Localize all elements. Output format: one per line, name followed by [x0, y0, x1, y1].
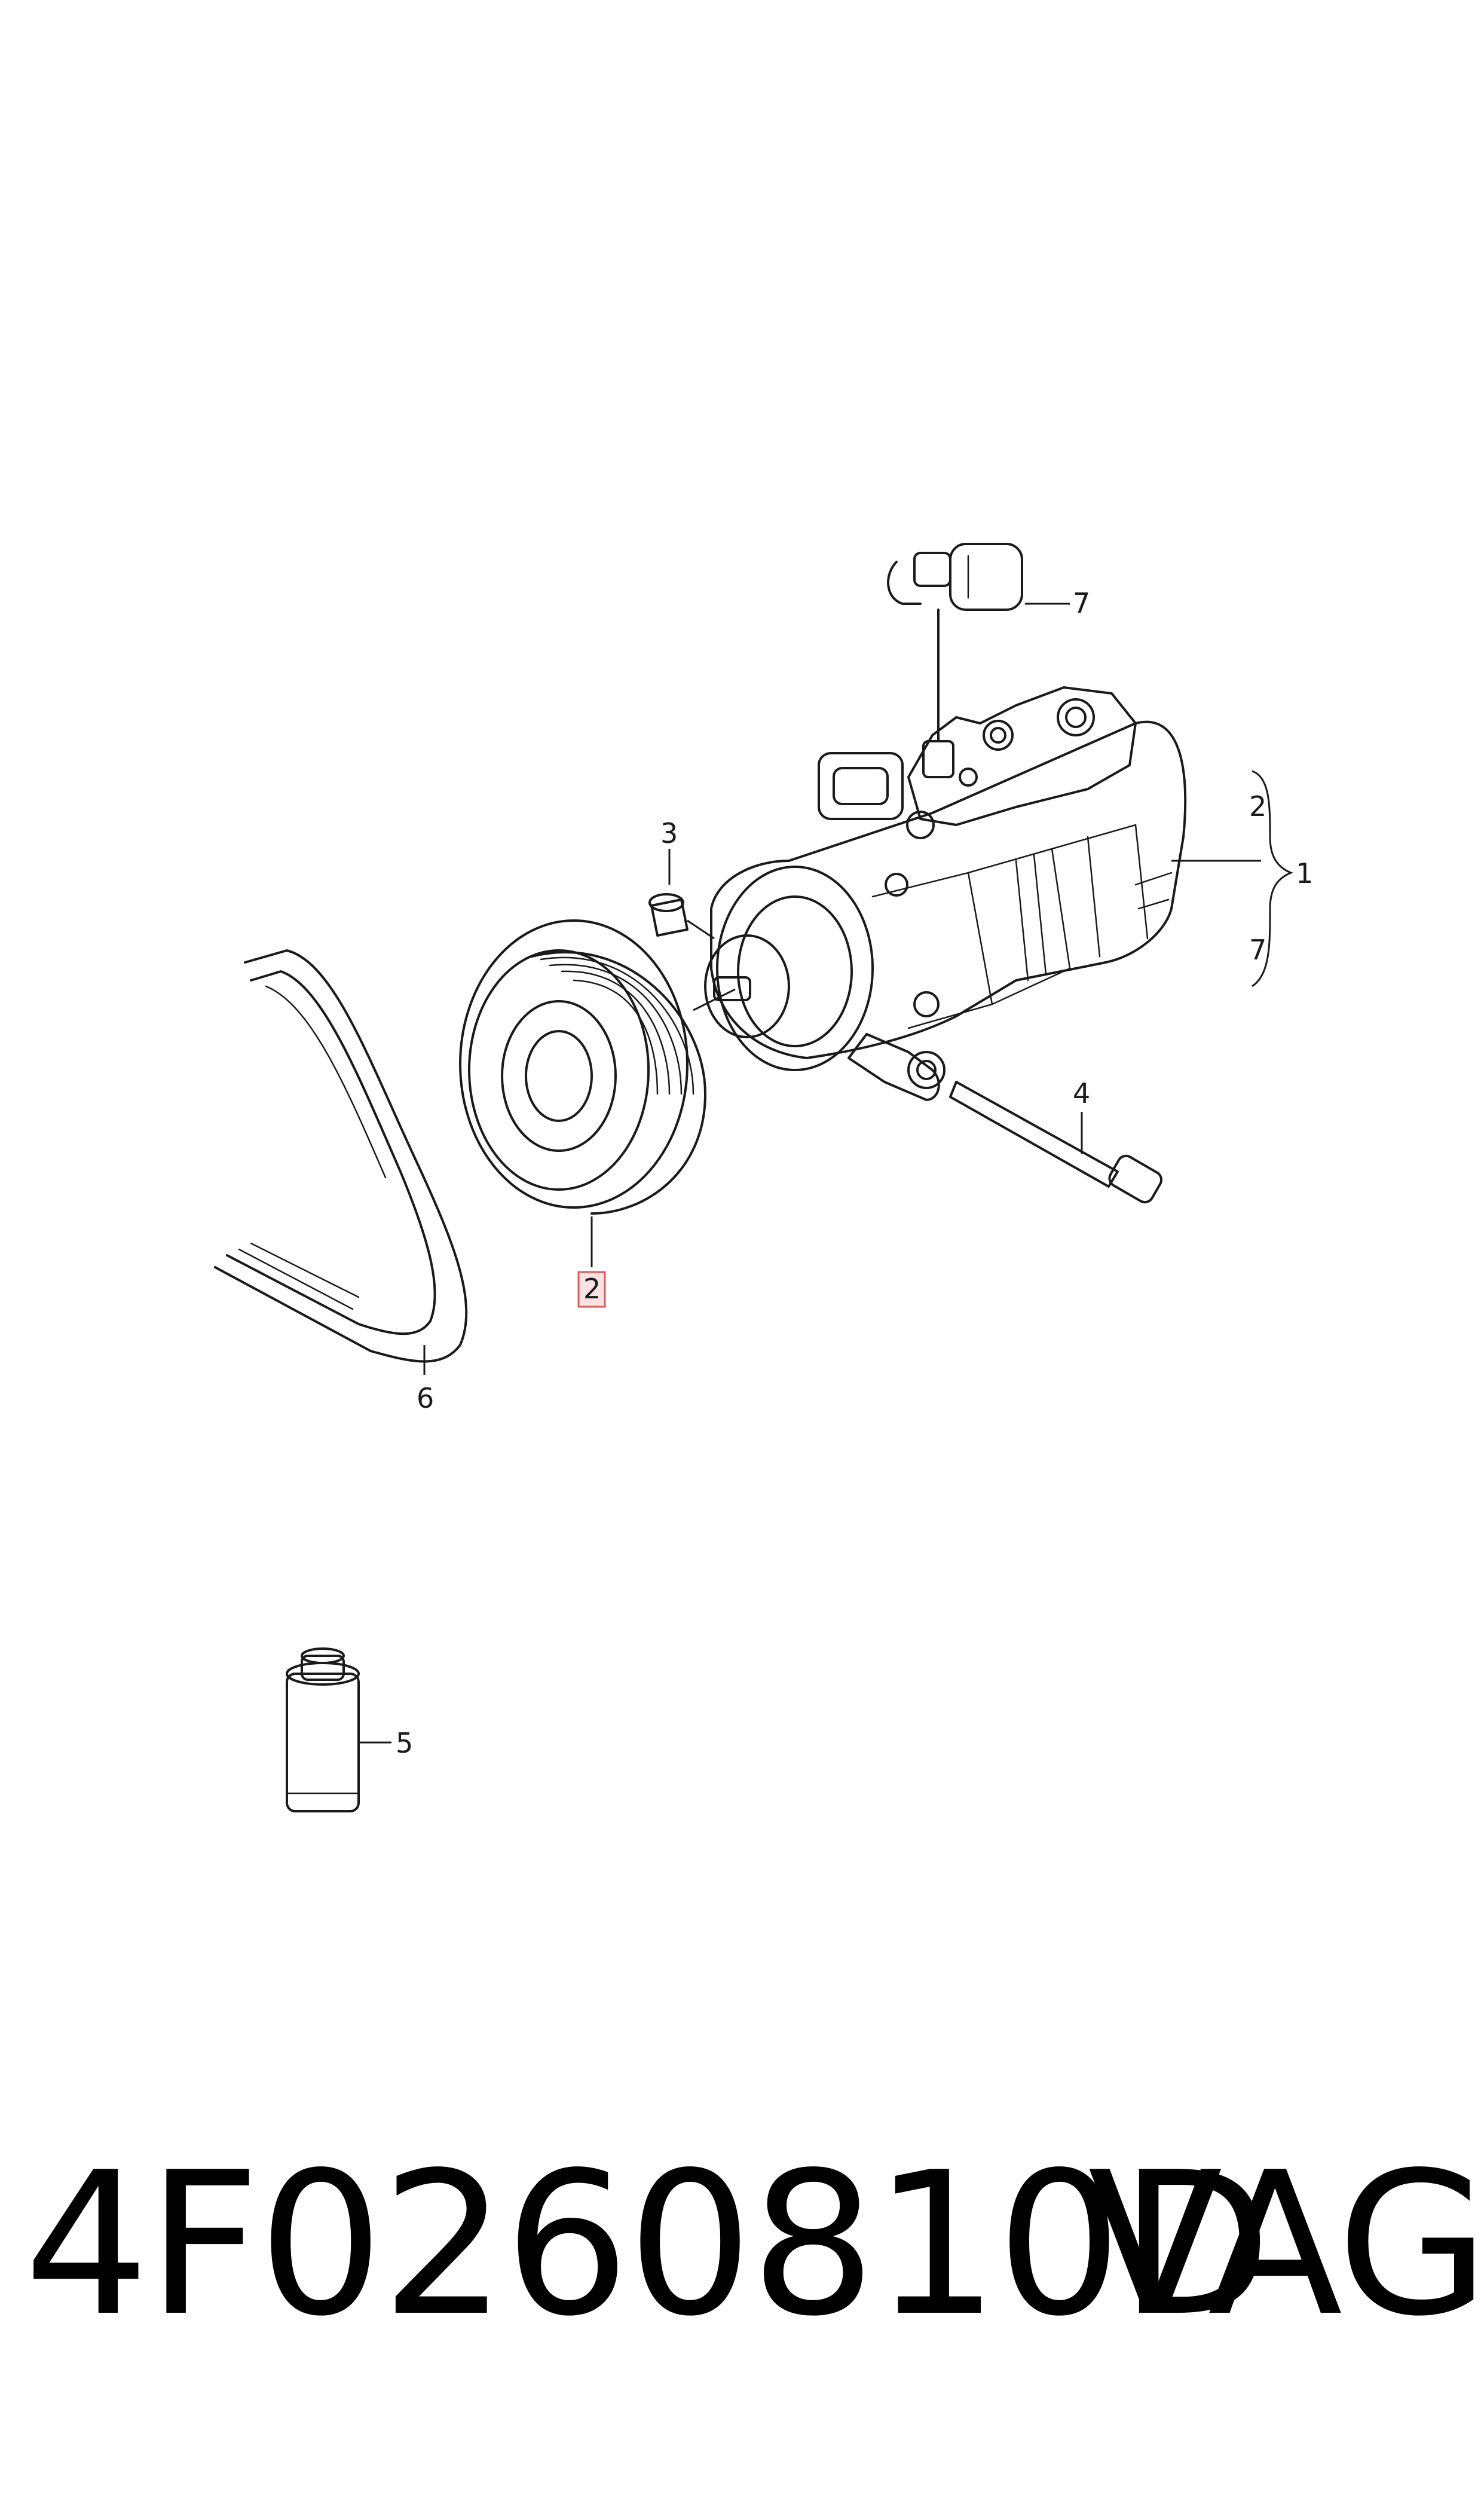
oil-bottle [286, 1647, 391, 1812]
pulley [459, 919, 706, 1215]
pressure-sensor [887, 543, 1023, 778]
spacer-sleeve [648, 893, 715, 940]
callout-spacer: 3 [660, 817, 678, 849]
brand-label: VAG [1088, 2130, 1484, 2359]
callout-pulley[interactable]: 2 [583, 1273, 601, 1305]
callout-pulley-highlight [577, 1271, 606, 1308]
callout-sensor: 7 [1073, 587, 1090, 619]
callout-bracket-top: 2 [1249, 790, 1266, 823]
callout-bracket-bottom: 7 [1249, 934, 1266, 966]
callout-labels: 7 2 1 7 3 4 6 5 2 [396, 587, 1313, 1759]
callout-bolt: 4 [1073, 1077, 1090, 1109]
callout-belt: 6 [417, 1382, 434, 1414]
leader-lines [423, 603, 1294, 1375]
drive-belt [214, 949, 468, 1363]
mounting-bolt [949, 1081, 1163, 1204]
callout-compressor: 1 [1296, 857, 1313, 889]
compressor [704, 686, 1187, 1101]
callout-oil-bottle: 5 [396, 1727, 413, 1759]
part-number: 4F0260810D [24, 2130, 1272, 2359]
footer: 4F0260810D VAG [0, 2128, 1484, 2379]
